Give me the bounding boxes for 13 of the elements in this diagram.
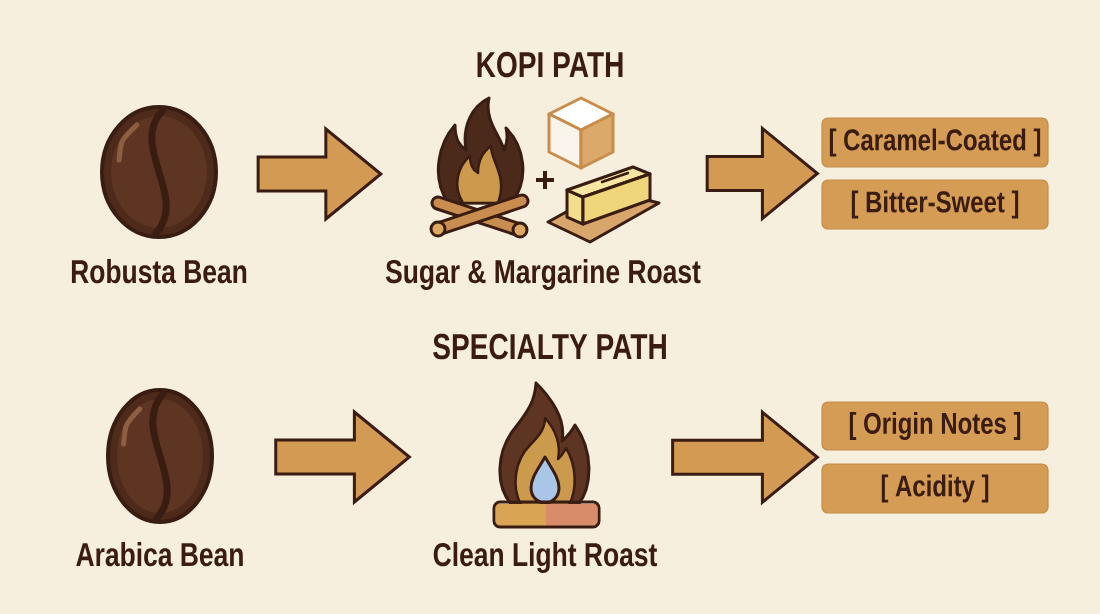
block-arrow bbox=[256, 125, 384, 223]
result-box: [ Acidity ] bbox=[821, 463, 1049, 514]
result-box: [ Caramel-Coated ] bbox=[821, 117, 1049, 168]
section-heading: KOPI PATH bbox=[477, 51, 623, 78]
step-label: Sugar & Margarine Roast bbox=[385, 259, 701, 290]
step-label: Robusta Bean bbox=[71, 259, 247, 284]
step-label: Arabica Bean bbox=[76, 542, 243, 567]
block-arrow bbox=[671, 409, 820, 506]
step-label: Clean Light Roast bbox=[433, 542, 657, 573]
section-heading: SPECIALTY PATH bbox=[433, 333, 666, 360]
result-box: [ Origin Notes ] bbox=[821, 401, 1049, 451]
result-box: [ Bitter-Sweet ] bbox=[821, 179, 1049, 230]
block-arrow bbox=[274, 408, 412, 506]
